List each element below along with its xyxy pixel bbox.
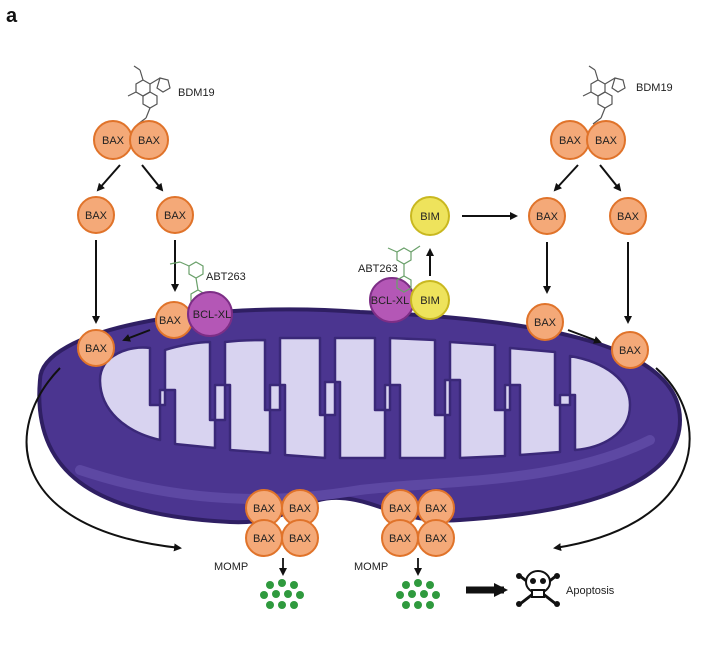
- apoptosis-label: Apoptosis: [566, 585, 615, 597]
- arrow: [122, 329, 151, 342]
- bax-label: BAX: [389, 533, 412, 545]
- bax-label: BAX: [536, 211, 559, 223]
- inner-membrane: [98, 336, 632, 460]
- bdm19-molecule-left: [127, 65, 171, 125]
- bax-label: BAX: [425, 503, 448, 515]
- bim-free: BIM: [410, 196, 450, 236]
- panel-label: a: [6, 5, 18, 27]
- bax-monomer: BAX: [609, 197, 647, 235]
- arrow: [599, 164, 622, 192]
- bax-label: BAX: [595, 135, 618, 147]
- abt263-label-left: ABT263: [206, 271, 246, 283]
- bax-monomer: BAX: [77, 196, 115, 234]
- bax-label: BAX: [138, 135, 161, 147]
- abt263-label-right: ABT263: [358, 263, 398, 275]
- bdm19-label-left: BDM19: [178, 87, 215, 99]
- intermembrane-highlight: [75, 435, 655, 504]
- momp-label-left: MOMP: [214, 561, 248, 573]
- bim-label: BIM: [420, 295, 440, 307]
- arrow: [553, 164, 579, 192]
- bax-oligomer-right: BAX BAX BAX BAX: [381, 489, 455, 557]
- bclxl-bim-complex: BCL-XL BIM: [369, 277, 450, 323]
- bax-label: BAX: [253, 503, 276, 515]
- bax-label: BAX: [619, 345, 642, 357]
- bax-dimer-right: BAX BAX: [550, 120, 626, 160]
- cytochrome-c-cluster-right: [396, 579, 440, 609]
- bclxl-label: BCL-XL: [371, 295, 410, 307]
- bdm19-label-right: BDM19: [636, 82, 673, 94]
- bclxl-label: BCL-XL: [193, 309, 232, 321]
- bax-label: BAX: [102, 135, 125, 147]
- bax-monomer: BAX: [528, 197, 566, 235]
- bax-label: BAX: [534, 317, 557, 329]
- bax-dimer-left: BAX BAX: [93, 120, 169, 160]
- bax-label: BAX: [289, 533, 312, 545]
- curved-arrow-right: [553, 367, 691, 552]
- bim-label: BIM: [420, 211, 440, 223]
- bdm19-molecule-right: [582, 65, 626, 125]
- arrow: [141, 164, 164, 192]
- bax-label: BAX: [425, 533, 448, 545]
- curved-arrow-left: [25, 367, 182, 552]
- skull-crossbones-icon: [516, 570, 560, 607]
- mitochondrion: [37, 307, 683, 525]
- bax-label: BAX: [253, 533, 276, 545]
- bax-monomer-membrane: BAX: [77, 329, 115, 367]
- bax-label: BAX: [617, 211, 640, 223]
- bax-monomer: BAX: [156, 196, 194, 234]
- abt263-molecule-right: [387, 245, 421, 293]
- bax-label: BAX: [164, 210, 187, 222]
- arrow: [96, 164, 121, 192]
- bax-label: BAX: [85, 210, 108, 222]
- bax-label: BAX: [559, 135, 582, 147]
- bax-bclxl-complex: BAX BCL-XL: [155, 291, 233, 339]
- bax-label: BAX: [389, 503, 412, 515]
- bax-monomer-membrane: BAX: [526, 303, 564, 341]
- bax-label: BAX: [289, 503, 312, 515]
- bax-label: BAX: [85, 343, 108, 355]
- cytochrome-c-cluster-left: [260, 579, 304, 609]
- momp-label-right: MOMP: [354, 561, 388, 573]
- bax-oligomer-left: BAX BAX BAX BAX: [245, 489, 319, 557]
- arrow: [567, 329, 602, 344]
- bax-label: BAX: [159, 315, 182, 327]
- bax-monomer-membrane: BAX: [611, 331, 649, 369]
